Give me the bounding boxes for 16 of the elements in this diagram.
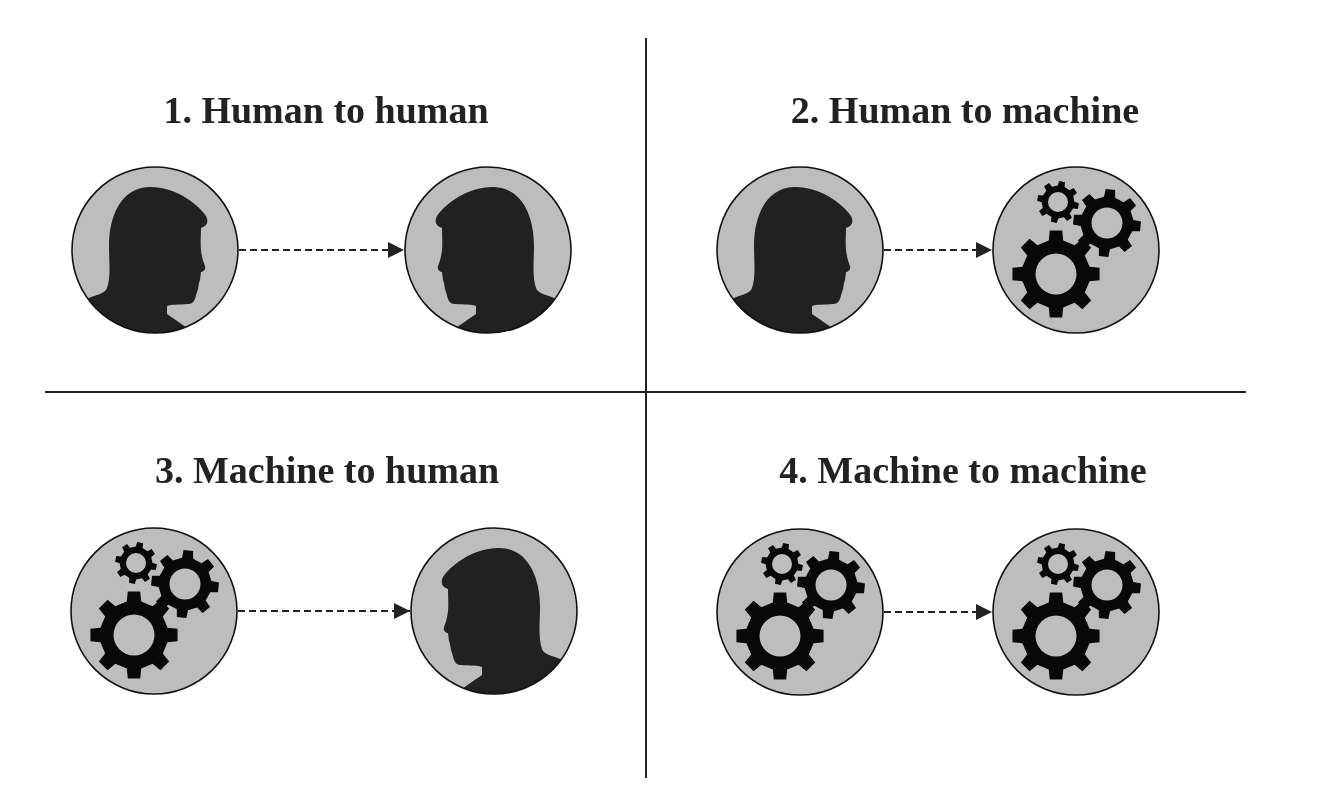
quadrant-heading: 3. Machine to human bbox=[154, 451, 500, 489]
person-silhouette bbox=[410, 527, 578, 695]
quadrant-heading: 2. Human to machine bbox=[790, 91, 1140, 129]
quadrant-heading: 4. Machine to machine bbox=[779, 451, 1147, 489]
person-silhouette bbox=[404, 166, 572, 334]
dashed-arrow bbox=[238, 242, 405, 258]
dashed-arrow bbox=[883, 242, 993, 258]
gears-illustration bbox=[716, 528, 884, 696]
dashed-arrow bbox=[237, 603, 411, 619]
gears-illustration bbox=[70, 527, 238, 695]
person-silhouette bbox=[71, 166, 239, 334]
gears-illustration bbox=[992, 528, 1160, 696]
quadrant-heading: 1. Human to human bbox=[163, 91, 489, 129]
person-silhouette bbox=[716, 166, 884, 334]
gears-illustration bbox=[992, 166, 1160, 334]
dashed-arrow bbox=[883, 604, 993, 620]
